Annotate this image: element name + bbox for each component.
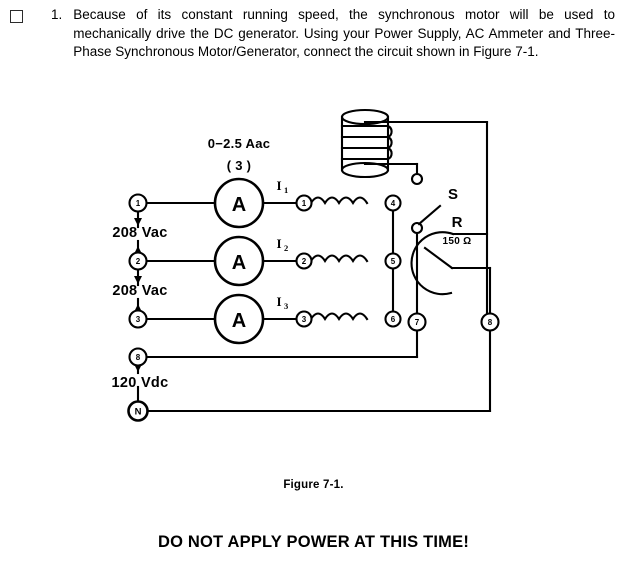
rheostat-value-label: 150 Ω (443, 236, 472, 247)
terminal-label-source-3: 3 (136, 315, 141, 324)
switch-label: S (448, 186, 458, 203)
terminal-label-machine-3: 3 (302, 315, 307, 324)
terminal-node-source-1[interactable] (128, 193, 148, 213)
circuit-schematic: 1 2 3 8 N A A A 1 2 3 4 5 6 (112, 108, 500, 422)
terminal-label-machine-2: 2 (302, 257, 307, 266)
terminal-node-source-3[interactable] (128, 309, 148, 329)
switch-blade (417, 204, 442, 226)
ammeter-2[interactable] (213, 235, 265, 287)
terminal-label-dc-7: 7 (415, 318, 420, 327)
stator-winding-3 (309, 312, 369, 321)
ammeter-1[interactable] (213, 177, 265, 229)
terminal-node-machine-2[interactable] (295, 252, 313, 270)
ammeter-3[interactable] (213, 293, 265, 345)
voltage-label-3: 120 Vdc (112, 375, 169, 391)
current-subscript-1: 1 (284, 185, 288, 195)
field-coil-turn-1b (340, 124, 393, 139)
figure-caption: Figure 7-1. (283, 479, 344, 491)
meter-count-label: ( 3 ) (227, 158, 252, 173)
current-label-3: I 3 (276, 294, 288, 311)
voltage-label-2: 208 Vac (112, 283, 167, 299)
voltage-label-1: 208 Vac (112, 225, 167, 241)
terminal-label-source-n: N (135, 407, 142, 418)
terminal-label-source-1: 1 (136, 199, 141, 208)
current-label-2: I 2 (276, 236, 288, 253)
terminal-node-machine-5[interactable] (384, 252, 402, 270)
meter-range-label: 0−2.5 Aac (208, 136, 271, 151)
stator-winding-1 (309, 196, 369, 205)
terminal-node-source-2[interactable] (128, 251, 148, 271)
rheostat-wiper (423, 246, 454, 270)
instruction-checkbox[interactable] (10, 10, 23, 23)
terminal-node-dc-7[interactable] (407, 312, 427, 332)
terminal-label-dc-8: 8 (488, 318, 493, 327)
terminal-node-machine-6[interactable] (384, 310, 402, 328)
machine-terminal-right-group: 4 5 6 (384, 194, 402, 328)
terminal-node-source-8[interactable] (128, 347, 148, 367)
field-coil-turn-3b (340, 146, 393, 161)
terminal-node-machine-1[interactable] (295, 194, 313, 212)
current-symbol-3: I (276, 294, 281, 309)
terminal-node-source-n[interactable] (127, 400, 149, 422)
terminal-node-machine-4[interactable] (384, 194, 402, 212)
terminal-node-dc-8[interactable] (480, 312, 500, 332)
rheostat-arc (410, 231, 455, 296)
terminal-label-machine-1: 1 (302, 199, 307, 208)
rheostat-label: R (452, 214, 463, 231)
terminal-label-source-8: 8 (136, 353, 141, 362)
current-symbol-1: I (276, 178, 281, 193)
dc-terminal-group: 7 8 (407, 312, 500, 332)
field-coil-turn-2b (340, 135, 393, 150)
current-label-1: I 1 (276, 178, 288, 195)
terminal-label-machine-5: 5 (391, 257, 396, 266)
switch-upper-contact (410, 172, 424, 186)
machine-terminal-left-group: 1 2 3 (295, 194, 313, 328)
arrowhead-208-2-up (134, 276, 142, 284)
instruction-block: 1. Because of its constant running speed… (0, 0, 627, 62)
stator-winding-2 (309, 254, 369, 263)
switch-lower-contact (410, 221, 424, 235)
source-terminal-group: 1 2 3 8 N (127, 193, 149, 422)
terminal-node-machine-3[interactable] (295, 310, 313, 328)
ammeter-3-symbol: A (232, 310, 246, 332)
arrowhead-208-1-up (134, 218, 142, 226)
instruction-number: 1. (51, 7, 63, 22)
terminal-label-source-2: 2 (136, 257, 141, 266)
warning-text: DO NOT APPLY POWER AT THIS TIME! (157, 533, 470, 551)
current-symbol-2: I (276, 236, 281, 251)
current-subscript-2: 2 (284, 243, 288, 253)
current-subscript-3: 3 (284, 301, 288, 311)
ammeter-1-symbol: A (232, 194, 246, 216)
figure-diagram: 1 2 3 8 N A A A 1 2 3 4 5 6 (0, 96, 627, 456)
ammeter-2-symbol: A (232, 252, 246, 274)
field-coil-bottom-cap (340, 161, 390, 179)
instruction-text: Because of its constant running speed, t… (73, 7, 615, 59)
ammeter-group: A A A (213, 177, 265, 345)
terminal-label-machine-6: 6 (391, 315, 396, 324)
terminal-label-machine-4: 4 (391, 199, 396, 208)
